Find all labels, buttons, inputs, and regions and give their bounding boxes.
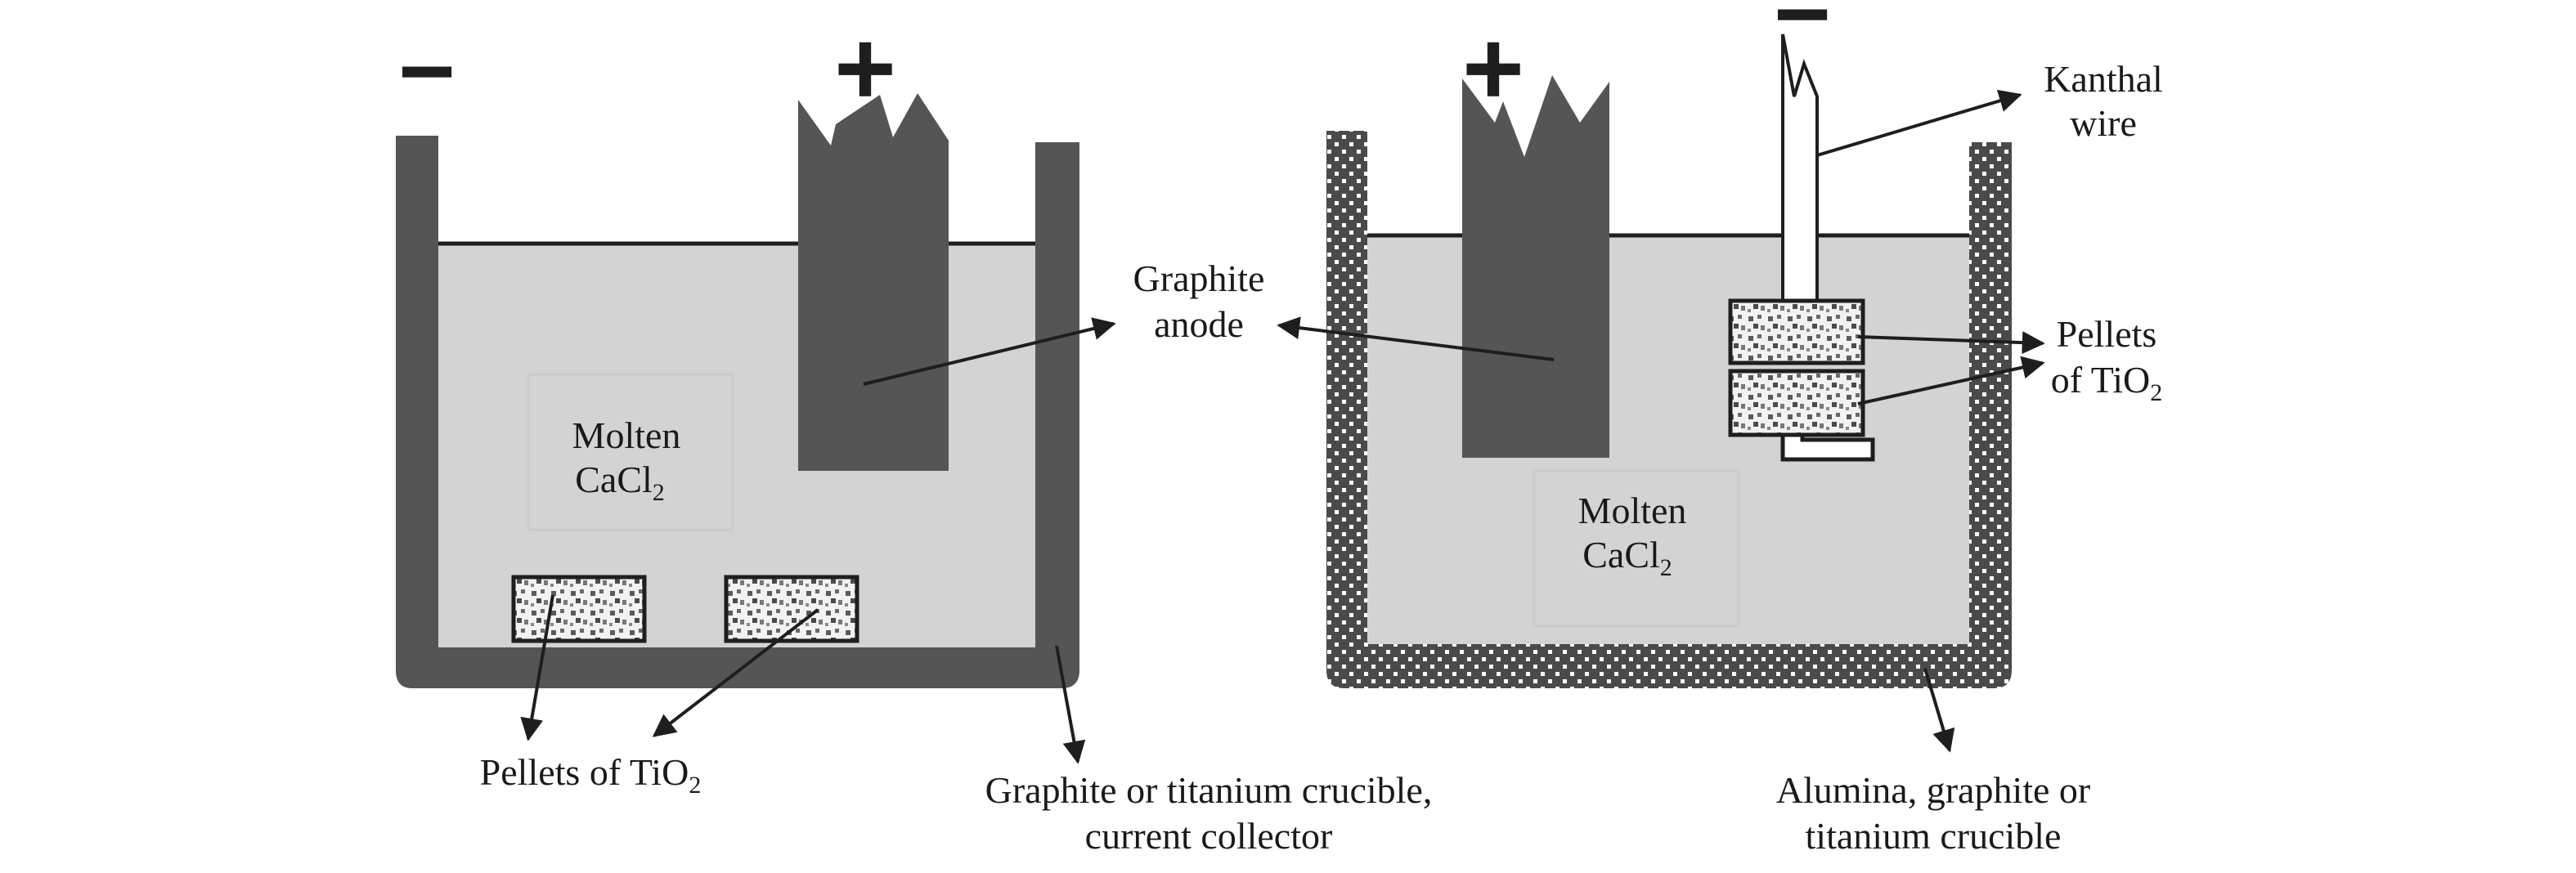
right-kanthal-arrow <box>1816 89 2022 157</box>
right-anode-arrow <box>1277 316 1555 361</box>
graphite-anode-label-line1: Graphite <box>1133 257 1265 299</box>
left-minus-sign: − <box>398 16 456 126</box>
right-graphite-anode <box>1462 75 1609 458</box>
left-pellets-base: Pellets of TiO <box>480 751 689 793</box>
left-molten-line2: CaCl2 <box>575 459 665 506</box>
left-pellet-1-arrow <box>520 594 554 741</box>
graphite-anode-label-line2: anode <box>1154 303 1244 345</box>
left-plus-sign: + <box>834 8 896 128</box>
right-molten-line1: Molten <box>1578 490 1687 531</box>
left-pellets-label: Pellets of TiO2 <box>480 751 702 799</box>
right-crucible-arrow <box>1923 668 1955 753</box>
right-crucible-label-line1: Alumina, graphite or <box>1776 769 2091 811</box>
right-minus-sign: − <box>1774 0 1831 69</box>
kanthal-label-line2: wire <box>2070 102 2137 144</box>
right-kanthal-wire <box>1781 34 1819 306</box>
left-molten-label-bg <box>527 373 734 531</box>
right-molten-label-bg <box>1533 469 1740 628</box>
right-pellets-label-line1: Pellets <box>2057 313 2157 355</box>
kanthal-label-line1: Kanthal <box>2044 58 2163 100</box>
left-molten-sub: 2 <box>653 479 665 506</box>
right-pellets-label-line2: of TiO2 <box>2051 359 2162 406</box>
right-pellet-2-arrow <box>1857 356 2045 405</box>
left-crucible-label-line2: current collector <box>1085 815 1333 857</box>
right-molten-sub: 2 <box>1660 554 1672 581</box>
left-pellet-2-arrow <box>652 608 819 737</box>
right-cell: − + Molten CaCl2 Kanthal wire Pellets of… <box>1277 0 2163 857</box>
left-cell: − + Molten CaCl2 Pellets of TiO2 Graphit… <box>396 8 1432 857</box>
left-pellet-1 <box>511 575 647 643</box>
right-pellets-base: of TiO <box>2051 359 2150 401</box>
right-molten-line2: CaCl2 <box>1582 534 1672 581</box>
left-molten-line1: Molten <box>572 414 681 456</box>
right-pellet-2 <box>1728 369 1865 437</box>
right-molten-salt <box>1367 235 1969 644</box>
left-pellets-sub: 2 <box>689 772 701 799</box>
left-anode-arrow <box>863 317 1116 386</box>
left-crucible-arrow <box>1055 645 1086 764</box>
right-pellet-1-arrow <box>1857 331 2045 355</box>
right-crucible-label-line2: titanium crucible <box>1806 815 2062 857</box>
right-pellets-sub: 2 <box>2150 379 2162 406</box>
left-molten-base: CaCl <box>575 459 653 500</box>
right-pellet-1 <box>1728 298 1865 365</box>
right-molten-base: CaCl <box>1582 534 1660 575</box>
right-plus-sign: + <box>1462 8 1524 128</box>
left-graphite-anode <box>798 93 949 471</box>
left-crucible-label-line1: Graphite or titanium crucible, <box>985 769 1433 811</box>
